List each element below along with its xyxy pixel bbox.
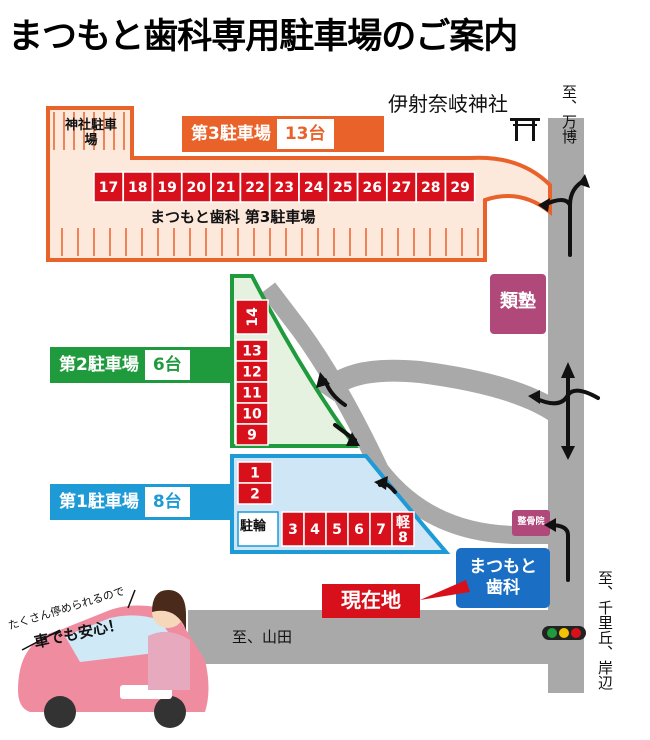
lot3-count: 13台 — [276, 119, 334, 149]
shrine-parking-label: 神社駐車場 — [64, 118, 117, 148]
lot3-header: 第3駐車場 13台 — [182, 116, 384, 152]
south-road-horizontal — [188, 610, 584, 664]
bicycle-label: 駐輪 — [240, 519, 267, 534]
lot3-slot-24: 24 — [298, 171, 329, 203]
lot3-slot-20: 20 — [181, 171, 212, 203]
lot1-slot-5-number: 5 — [332, 522, 342, 538]
route-arrowheads — [316, 174, 590, 532]
lot2-slot-12-number: 12 — [242, 365, 261, 381]
lot3-slot-26: 26 — [356, 171, 388, 203]
lot1-count: 8台 — [144, 487, 190, 517]
lot1-name: 第1駐車場 — [59, 492, 139, 512]
seikotsu-box — [512, 510, 550, 536]
seikotsu-label: 整骨院 — [517, 517, 545, 527]
lot3-slot-26-number: 26 — [362, 180, 381, 196]
lot1-slot-6: 6 — [347, 511, 371, 547]
lot3-lower-slots — [61, 228, 479, 256]
lot1-slot-7-number: 7 — [376, 522, 386, 538]
juku-box — [490, 274, 546, 334]
lot1-slot-1-number: 1 — [250, 466, 260, 482]
lot3-slot-17-number: 17 — [99, 180, 118, 196]
lot3-inner-label: まつもと歯科 第3駐車場 — [150, 208, 316, 226]
lot3-slot-23-number: 23 — [275, 180, 294, 196]
lot3-name: 第3駐車場 — [191, 124, 271, 144]
lot3-slot-17: 17 — [93, 171, 124, 203]
lot3-slot-29: 29 — [444, 171, 476, 203]
torii-icon — [510, 118, 540, 141]
lot3-slot-19-number: 19 — [157, 180, 176, 196]
lot3-slot-25: 25 — [327, 171, 359, 203]
lot2-slot-9: 9 — [235, 423, 269, 446]
lot3-slot-19: 19 — [151, 171, 183, 203]
clinic-box — [456, 548, 550, 608]
lot2-count: 6台 — [144, 350, 190, 380]
lot3-slot-22: 22 — [239, 171, 271, 203]
lot1-slot-4: 4 — [303, 511, 327, 547]
lot1-slot-6-number: 6 — [354, 522, 364, 538]
lot3-slot-21-number: 21 — [216, 180, 235, 196]
juku-label: 類塾 — [500, 291, 536, 312]
direction-west-label: 至、山田 — [232, 628, 293, 646]
lot1-slot-1: 1 — [237, 461, 273, 484]
lot1-slot-3-number: 3 — [288, 522, 298, 538]
lot2-slot-10: 10 — [235, 402, 269, 425]
lot2-slot-11-number: 11 — [242, 386, 261, 402]
clinic-label: まつもと歯科 — [469, 557, 537, 598]
lot3-slot-27: 27 — [386, 171, 417, 203]
lot1-slot-4-number: 4 — [310, 522, 320, 538]
lot3-stripes — [53, 112, 125, 150]
direction-north-label: 至、万博 — [560, 84, 578, 144]
lot2-slots: 14 13 12 11 10 9 — [235, 299, 269, 446]
lot1-slot-2-number: 2 — [250, 487, 260, 503]
lot3-slot-18: 18 — [122, 171, 154, 203]
lot2-slot-13-number: 13 — [242, 344, 261, 360]
page-title: まつもと歯科専用駐車場のご案内 — [8, 17, 518, 57]
lot2-header: 第2駐車場 6台 — [50, 347, 232, 383]
lot3-slot-28-number: 28 — [421, 180, 440, 196]
lot3-slot-22-number: 22 — [245, 180, 264, 196]
lot3-slot-23: 23 — [269, 171, 300, 203]
lot1-slot-3: 3 — [281, 511, 305, 547]
lot3-slot-18-number: 18 — [128, 180, 147, 196]
lot2-slot-12: 12 — [235, 360, 269, 383]
lot3-slot-21: 21 — [210, 171, 241, 203]
lot2-slot-14-number: 14 — [245, 307, 261, 327]
lot2-slot-10-number: 10 — [242, 407, 262, 423]
traffic-light-icon — [542, 626, 586, 640]
lot3-slot-24-number: 24 — [304, 180, 324, 196]
lot2-slot-11: 11 — [235, 381, 269, 404]
current-location-label: 現在地 — [341, 588, 401, 612]
lot3-slot-25-number: 25 — [333, 180, 352, 196]
lot2-slot-14: 14 — [235, 299, 269, 335]
lot1-slot-5: 5 — [325, 511, 349, 547]
shrine-label: 伊射奈岐神社 — [388, 92, 508, 116]
direction-southeast-label: 至、千里丘、岸辺 — [596, 570, 614, 690]
current-pointer — [420, 580, 470, 600]
lot3-slot-20-number: 20 — [187, 180, 207, 196]
lot3-slot-29-number: 29 — [450, 180, 469, 196]
lot2-slot-13: 13 — [235, 339, 269, 362]
lot2-slot-9-number: 9 — [247, 428, 257, 444]
car-illustration — [18, 589, 209, 728]
lot3-slots: 17 18 19 20 21 22 23 24 25 26 27 28 29 — [93, 171, 476, 203]
lot1-slot-7: 7 — [369, 511, 393, 547]
lot2-access-road — [315, 359, 567, 424]
lot1-slot-2: 2 — [237, 482, 273, 505]
lot1-header: 第1駐車場 8台 — [50, 484, 232, 520]
current-box — [322, 584, 420, 618]
lot3-slot-27-number: 27 — [392, 180, 411, 196]
lot2-name: 第2駐車場 — [59, 355, 139, 375]
lot3-slot-28: 28 — [415, 171, 447, 203]
bicycle-area — [237, 511, 279, 547]
